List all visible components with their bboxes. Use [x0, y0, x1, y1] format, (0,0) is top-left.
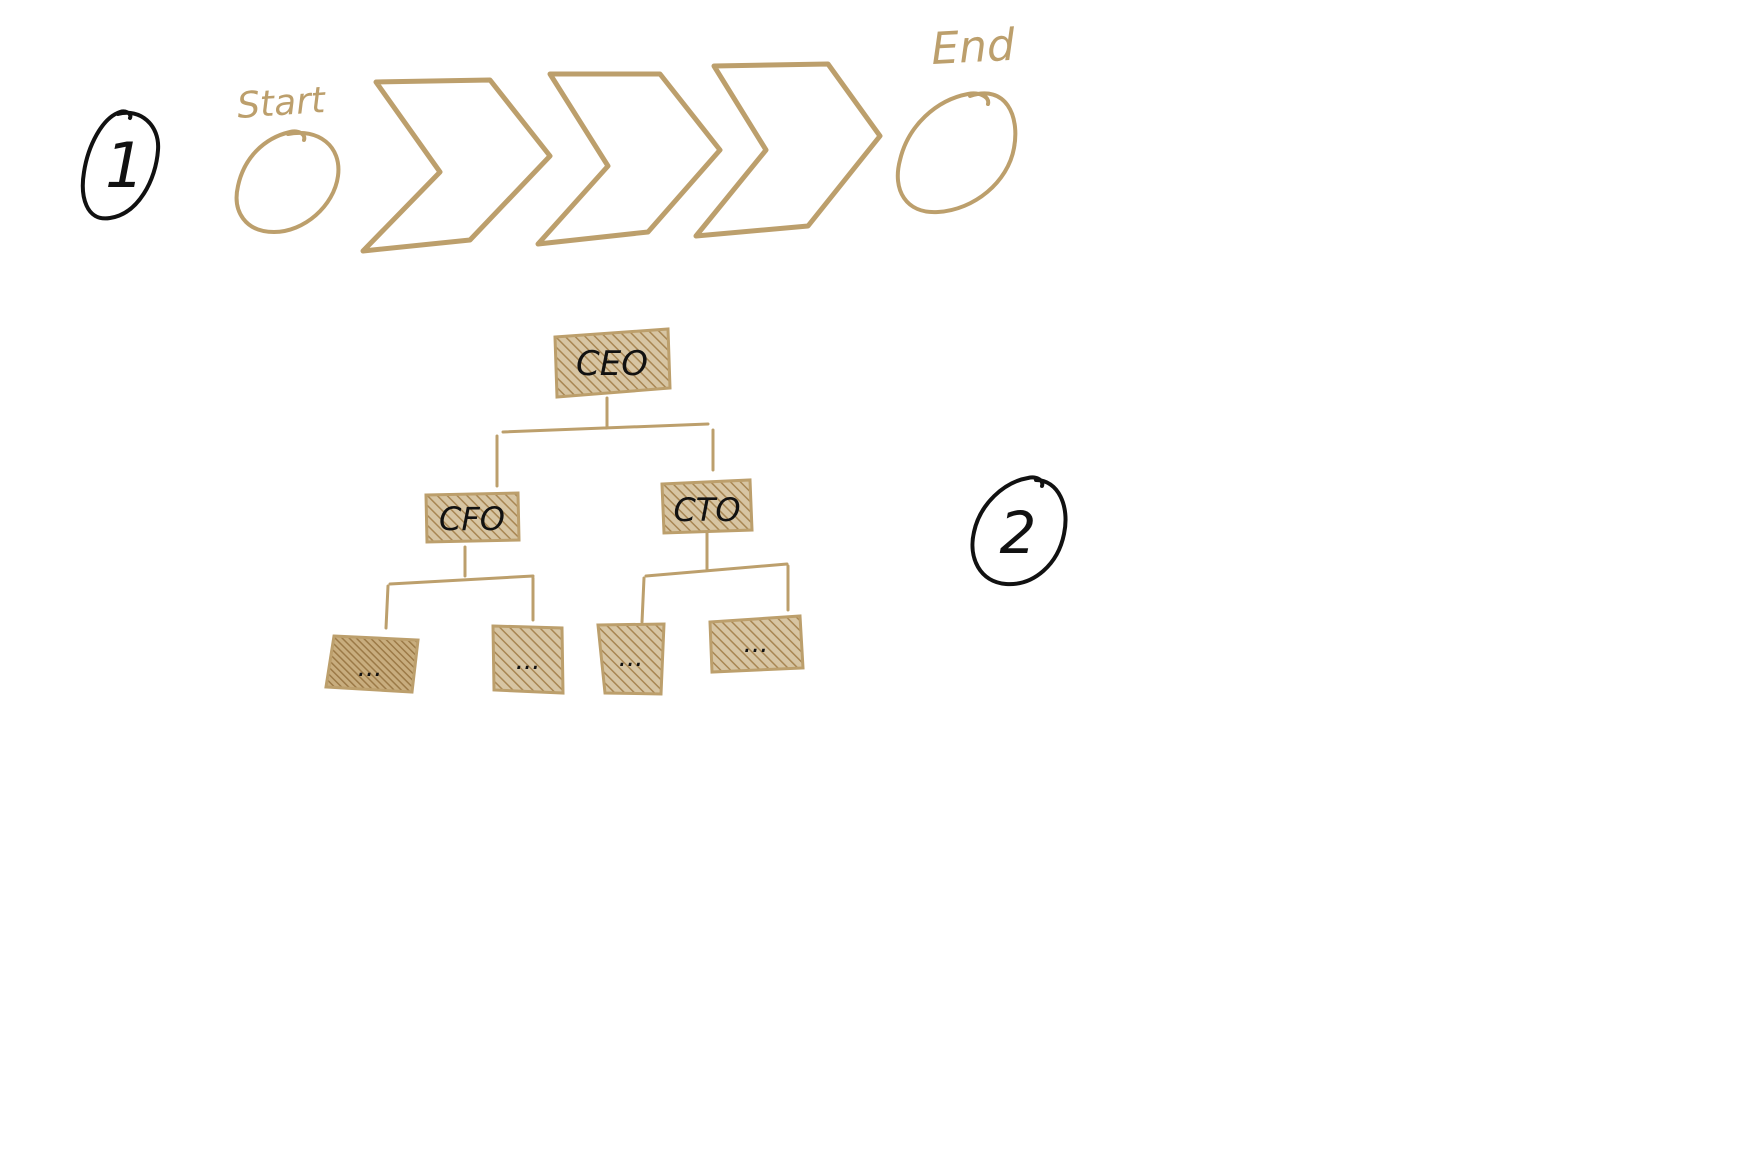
marker-1-number: 1: [105, 129, 144, 202]
step-marker-2: 2: [970, 475, 1068, 587]
staff-3-label: ...: [619, 643, 644, 673]
end-label: End: [930, 20, 1017, 75]
org-node-staff-1: ...: [324, 634, 420, 694]
connector-ceo: [495, 396, 715, 488]
start-label: Start: [236, 80, 328, 127]
staff-4-box: [708, 614, 805, 674]
staff-1-box: [324, 634, 420, 694]
staff-1-label: ...: [358, 653, 383, 683]
step-marker-1: 1: [80, 109, 161, 221]
org-node-staff-4: ...: [708, 614, 805, 674]
staff-2-label: ...: [516, 646, 541, 676]
chevron-2: [535, 71, 723, 247]
chevron-1: [360, 77, 553, 254]
org-node-ceo: CEO: [553, 327, 672, 399]
cto-label: CTO: [673, 491, 740, 529]
connector-cfo: [384, 545, 535, 630]
start-circle: [234, 129, 341, 234]
chevron-3: [693, 61, 883, 239]
staff-4-label: ...: [744, 629, 769, 659]
marker-2-number: 2: [1000, 499, 1037, 567]
cfo-label: CFO: [439, 500, 505, 538]
org-node-cfo: CFO: [424, 491, 521, 544]
staff-3-box: [596, 622, 666, 696]
org-chart: CEO CFO CTO ... ... ... ...: [324, 327, 805, 696]
marker-2-circle: [970, 475, 1068, 587]
org-node-staff-3: ...: [596, 622, 666, 696]
cfo-box: [424, 491, 521, 544]
connector-cto: [640, 529, 790, 624]
org-node-staff-2: ...: [491, 624, 565, 695]
ceo-label: CEO: [576, 344, 648, 384]
staff-2-box: [491, 624, 565, 695]
process-flow: Start End: [234, 20, 1018, 254]
ceo-box: [553, 327, 672, 399]
cto-box: [660, 478, 754, 535]
org-node-cto: CTO: [660, 478, 754, 535]
end-circle: [895, 91, 1018, 215]
marker-1-circle: [80, 109, 161, 221]
